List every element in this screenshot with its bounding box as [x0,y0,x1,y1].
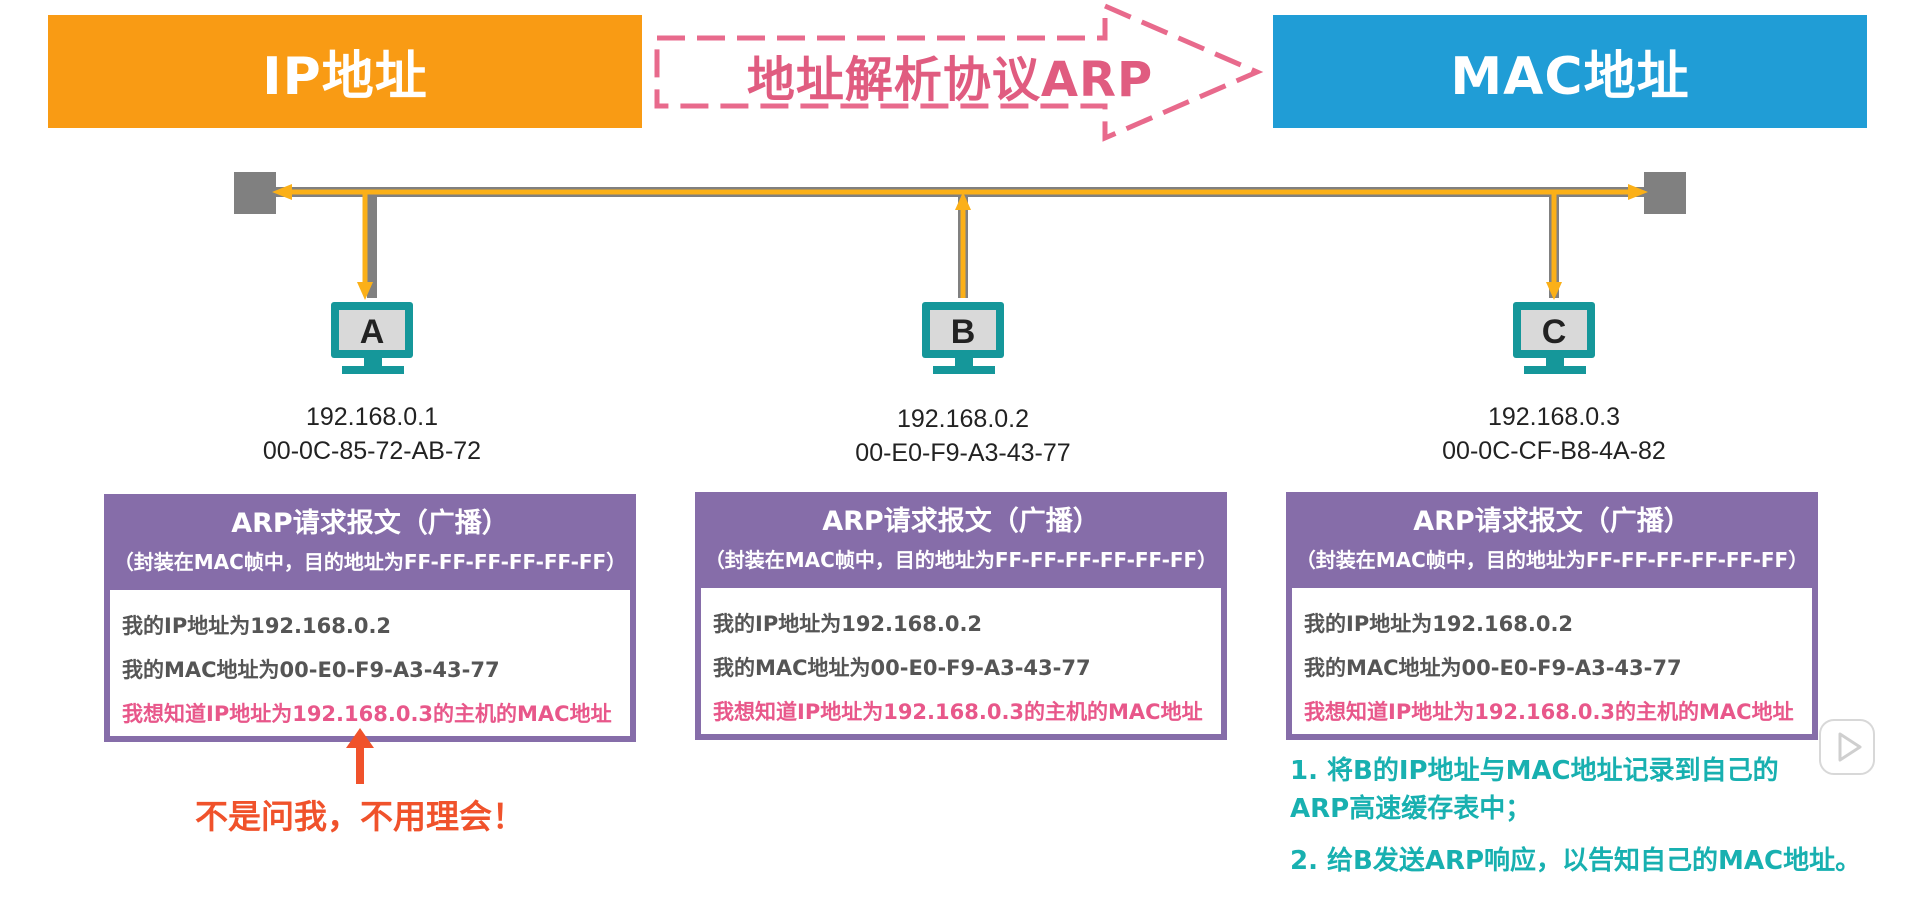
host-c-letter: C [1542,313,1567,351]
host-b-mac: 00-E0-F9-A3-43-77 [855,439,1071,467]
arp-request-box-a: ARP请求报文（广播） （封装在MAC帧中，目的地址为FF-FF-FF-FF-F… [104,494,636,742]
arp-box-title: ARP请求报文（广播） [1413,506,1691,537]
red-up-arrow-icon [346,728,374,784]
host-c-mac: 00-0C-CF-B8-4A-82 [1442,437,1666,465]
host-b-letter: B [951,313,976,351]
computer-b-icon [922,302,1004,374]
arp-request-box-b: ARP请求报文（广播） （封装在MAC帧中，目的地址为FF-FF-FF-FF-F… [695,492,1227,740]
host-c-step1-line2: ARP高速缓存表中； [1290,794,1532,824]
ip-address-header: IP地址 [48,15,642,128]
arp-box-title: ARP请求报文（广播） [231,508,509,539]
computer-c-icon [1513,302,1595,374]
bus-terminator-left [234,172,276,214]
arp-sender-ip: 我的IP地址为192.168.0.2 [1304,612,1574,636]
arp-target-query: 我想知道IP地址为192.168.0.3的主机的MAC地址 [122,702,612,726]
host-c-step2: 2. 给B发送ARP响应，以告知自己的MAC地址。 [1290,846,1862,876]
arp-box-body: 我的IP地址为192.168.0.2 我的MAC地址为00-E0-F9-A3-4… [1292,588,1812,734]
arp-box-body: 我的IP地址为192.168.0.2 我的MAC地址为00-E0-F9-A3-4… [701,588,1221,734]
host-a-address: 192.168.0.1 00-0C-85-72-AB-72 [212,400,532,468]
arp-sender-ip: 我的IP地址为192.168.0.2 [122,614,392,638]
arp-request-box-c: ARP请求报文（广播） （封装在MAC帧中，目的地址为FF-FF-FF-FF-F… [1286,492,1818,740]
arp-box-body: 我的IP地址为192.168.0.2 我的MAC地址为00-E0-F9-A3-4… [110,590,630,736]
host-a-letter: A [360,313,385,351]
network-diagram: A B C [234,172,1686,374]
arp-sender-ip: 我的IP地址为192.168.0.2 [713,612,983,636]
host-b-ip: 192.168.0.2 [896,405,1030,433]
arp-arrow-icon [654,2,1264,142]
arp-box-subtitle: （封装在MAC帧中，目的地址为FF-FF-FF-FF-FF-FF） [704,548,1218,572]
mac-address-header: MAC地址 [1273,15,1867,128]
arp-box-subtitle: （封装在MAC帧中，目的地址为FF-FF-FF-FF-FF-FF） [1295,548,1809,572]
bus-terminator-right [1644,172,1686,214]
arp-target-query: 我想知道IP地址为192.168.0.3的主机的MAC地址 [1304,700,1794,724]
play-icon[interactable] [1818,718,1876,776]
computer-a-icon [331,302,413,374]
arp-box-title: ARP请求报文（广播） [822,506,1100,537]
arp-protocol-label: 地址解析协议ARP [746,52,1154,108]
arp-sender-mac: 我的MAC地址为00-E0-F9-A3-43-77 [122,658,500,682]
host-c-step1-line1: 1. 将B的IP地址与MAC地址记录到自己的 [1290,756,1779,786]
host-a-ignore-note: 不是问我，不用理会！ [195,797,525,836]
arp-target-query: 我想知道IP地址为192.168.0.3的主机的MAC地址 [713,700,1203,724]
arp-sender-mac: 我的MAC地址为00-E0-F9-A3-43-77 [1304,656,1682,680]
broadcast-signal [272,184,1648,300]
arp-box-subtitle: （封装在MAC帧中，目的地址为FF-FF-FF-FF-FF-FF） [113,550,627,574]
host-c-step1: 1. 将B的IP地址与MAC地址记录到自己的 ARP高速缓存表中； [1290,752,1779,828]
host-a-ip: 192.168.0.1 [305,403,439,431]
host-c-address: 192.168.0.3 00-0C-CF-B8-4A-82 [1394,400,1714,468]
host-a-mac: 00-0C-85-72-AB-72 [262,437,482,465]
host-c-ip: 192.168.0.3 [1487,403,1621,431]
arp-sender-mac: 我的MAC地址为00-E0-F9-A3-43-77 [713,656,1091,680]
host-b-address: 192.168.0.2 00-E0-F9-A3-43-77 [803,402,1123,470]
